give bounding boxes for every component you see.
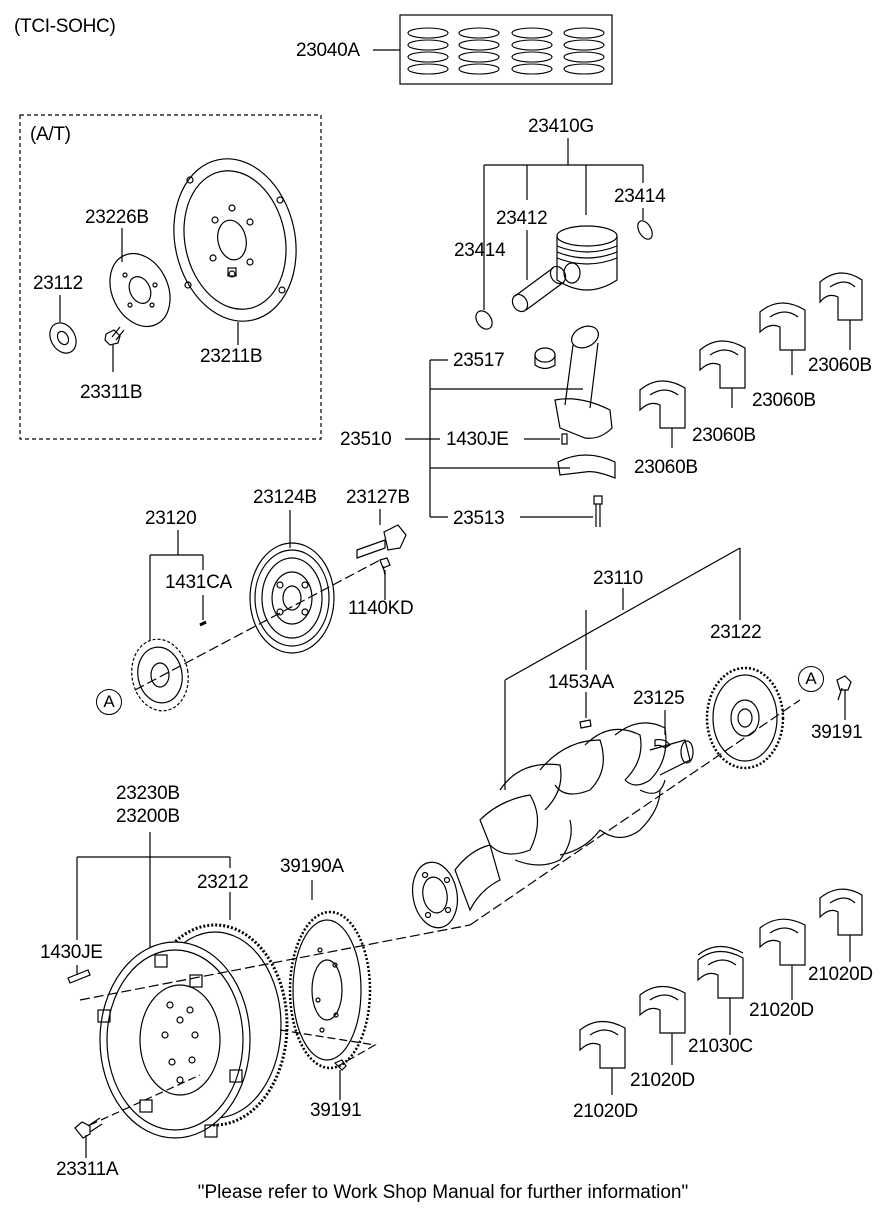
drive-plate bbox=[173, 158, 297, 322]
lower-bearing-3 bbox=[697, 945, 744, 999]
label-39190A[interactable]: 39190A bbox=[280, 856, 344, 877]
crankshaft-gear bbox=[705, 666, 785, 770]
label-23122[interactable]: 23122 bbox=[710, 622, 762, 643]
crank-ring bbox=[654, 738, 671, 749]
label-23125[interactable]: 23125 bbox=[633, 688, 685, 709]
label-23200B[interactable]: 23200B bbox=[116, 806, 180, 827]
piston-ring-set bbox=[373, 14, 613, 85]
lower-bearing-5 bbox=[579, 1020, 626, 1069]
gear-bolt bbox=[836, 675, 852, 701]
label-23414-left[interactable]: 23414 bbox=[454, 240, 506, 261]
rod-bushing bbox=[534, 347, 556, 370]
lower-bearing-2 bbox=[759, 918, 806, 966]
snap-ring-left bbox=[475, 310, 493, 330]
crank-sprocket bbox=[131, 638, 189, 712]
label-21020D-2[interactable]: 21020D bbox=[749, 1000, 814, 1021]
label-21020D-3[interactable]: 21020D bbox=[630, 1070, 695, 1091]
marker-a-left: A bbox=[96, 689, 122, 715]
rod-bolt bbox=[593, 495, 603, 527]
flywheel bbox=[97, 941, 251, 1139]
label-1430JE-flywheel[interactable]: 1430JE bbox=[40, 942, 103, 963]
label-23212[interactable]: 23212 bbox=[197, 872, 249, 893]
adapter-plate bbox=[109, 252, 171, 328]
label-23412[interactable]: 23412 bbox=[496, 208, 548, 229]
label-1140KD[interactable]: 1140KD bbox=[348, 598, 414, 619]
bolt-23311B bbox=[104, 326, 125, 346]
lower-bearing-4 bbox=[639, 985, 686, 1034]
label-23510[interactable]: 23510 bbox=[340, 429, 392, 450]
label-21020D-1[interactable]: 21020D bbox=[808, 964, 873, 985]
upper-bearing-1 bbox=[639, 380, 686, 429]
pulley-axis bbox=[134, 559, 381, 691]
label-23226B[interactable]: 23226B bbox=[85, 207, 149, 228]
label-23124B[interactable]: 23124B bbox=[253, 487, 317, 508]
label-23311B[interactable]: 23311B bbox=[80, 382, 143, 403]
upper-bearing-3 bbox=[759, 302, 806, 351]
flywheel-axis bbox=[79, 924, 471, 1001]
label-39191-plate[interactable]: 39191 bbox=[310, 1100, 362, 1121]
label-23211B[interactable]: 23211B bbox=[200, 346, 263, 367]
plate-bolt bbox=[333, 1059, 347, 1071]
snap-ring-right bbox=[637, 220, 653, 240]
crankshaft bbox=[411, 722, 694, 929]
rod-pin bbox=[561, 433, 568, 445]
label-1453AA[interactable]: 1453AA bbox=[548, 672, 614, 693]
rod-cap bbox=[557, 454, 616, 479]
label-23060B-2[interactable]: 23060B bbox=[752, 390, 816, 411]
label-23040A[interactable]: 23040A bbox=[296, 40, 360, 61]
label-23110[interactable]: 23110 bbox=[593, 568, 643, 589]
label-23311A[interactable]: 23311A bbox=[56, 1159, 119, 1180]
ring-plate bbox=[288, 910, 372, 1070]
rod-leaders bbox=[405, 359, 593, 518]
connecting-rod bbox=[554, 325, 613, 439]
label-23060B-3[interactable]: 23060B bbox=[692, 425, 756, 446]
damper-pulley bbox=[249, 542, 335, 654]
label-23414-right[interactable]: 23414 bbox=[614, 186, 666, 207]
piston-assembly-leaders bbox=[483, 138, 644, 310]
at-group-frame bbox=[19, 114, 322, 440]
label-23230B[interactable]: 23230B bbox=[116, 783, 180, 804]
at-group-title: (A/T) bbox=[30, 124, 71, 145]
label-23060B-1[interactable]: 23060B bbox=[808, 355, 872, 376]
piston bbox=[556, 225, 618, 291]
label-23513[interactable]: 23513 bbox=[453, 508, 505, 529]
pulley-bolt bbox=[356, 524, 407, 559]
crankshaft-leaders bbox=[504, 547, 846, 790]
label-23517[interactable]: 23517 bbox=[453, 350, 505, 371]
upper-bearing-4 bbox=[819, 272, 863, 321]
spacer bbox=[49, 322, 77, 354]
label-23127B[interactable]: 23127B bbox=[346, 487, 410, 508]
label-1431CA[interactable]: 1431CA bbox=[165, 572, 232, 593]
upper-bearing-2 bbox=[699, 340, 746, 389]
flywheel-bolt-axis bbox=[89, 1029, 377, 1126]
crank-axis bbox=[469, 699, 801, 926]
piston-pin bbox=[511, 265, 567, 313]
label-23120[interactable]: 23120 bbox=[145, 508, 197, 529]
label-21030C[interactable]: 21030C bbox=[688, 1036, 753, 1057]
pulley-pin bbox=[199, 620, 207, 627]
label-23112[interactable]: 23112 bbox=[33, 273, 83, 294]
flywheel-leaders bbox=[76, 832, 341, 1158]
marker-a-right: A bbox=[798, 666, 824, 692]
engine-title: (TCI-SOHC) bbox=[14, 16, 116, 37]
flywheel-bolt bbox=[74, 1117, 103, 1139]
dowel-pin bbox=[67, 969, 91, 984]
label-39191-gear[interactable]: 39191 bbox=[811, 722, 863, 743]
label-23060B-4[interactable]: 23060B bbox=[634, 457, 698, 478]
lower-bearing-1 bbox=[819, 888, 863, 936]
label-1430JE-rod[interactable]: 1430JE bbox=[446, 429, 509, 450]
footer-note: "Please refer to Work Shop Manual for fu… bbox=[197, 1182, 689, 1203]
pulley-leaders bbox=[149, 509, 386, 640]
label-23410G[interactable]: 23410G bbox=[528, 116, 594, 137]
label-21020D-4[interactable]: 21020D bbox=[573, 1101, 638, 1122]
pulley-bolt-small bbox=[379, 557, 391, 576]
crank-key bbox=[579, 719, 592, 729]
